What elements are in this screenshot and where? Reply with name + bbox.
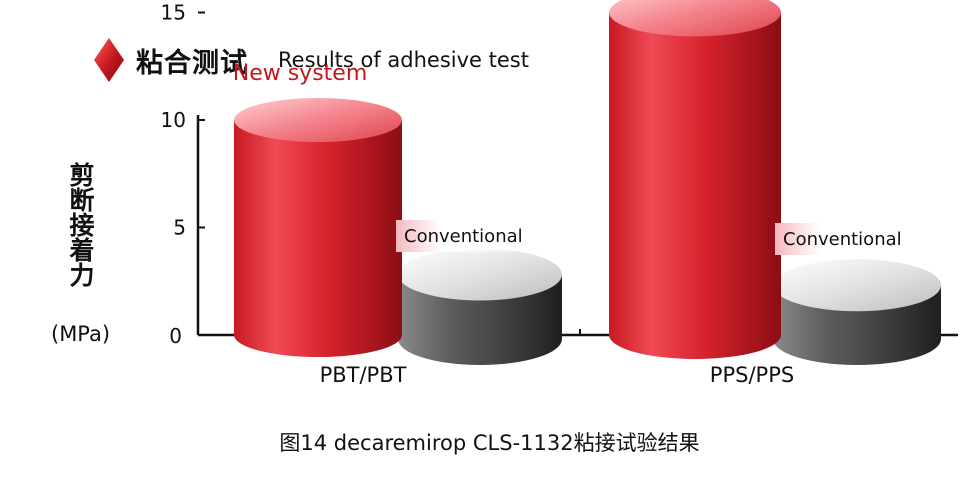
y-axis-label: 剪断接着力: [66, 162, 95, 287]
bar-conventional: [398, 248, 562, 365]
label-conventional: Conventional: [783, 229, 902, 250]
bar-body: [398, 274, 562, 365]
bar-top: [234, 98, 402, 142]
bar-body: [609, 12, 781, 359]
y-tick-label: 15: [161, 1, 186, 25]
chart-header: 粘合测试 Results of adhesive test: [92, 34, 529, 86]
bar-new-system: [234, 98, 402, 357]
y-tick-label: 5: [173, 216, 186, 240]
y-ticks: 0 5 10 15: [161, 1, 205, 348]
y-axis-unit: (MPa): [51, 322, 111, 346]
y-tick-label: 0: [169, 324, 182, 348]
bar-labels: New systemConventionalNew systemConventi…: [233, 61, 925, 255]
label-conventional-bg: [775, 223, 925, 255]
bar-top: [609, 0, 781, 37]
bar-body: [234, 120, 402, 357]
label-conventional: Conventional: [404, 226, 523, 247]
chart-title: 粘合测试: [136, 47, 248, 79]
label-conventional-bg: [396, 220, 546, 252]
bars: [234, 0, 941, 365]
red-diamond-icon: [94, 38, 124, 82]
bar-top: [398, 248, 562, 301]
bar-new-system: [609, 0, 781, 359]
y-tick-label: 10: [161, 108, 186, 132]
bar-conventional: [773, 259, 941, 365]
x-category-label: PBT/PBT: [320, 363, 407, 387]
label-new-system: New system: [233, 61, 368, 86]
chart-subtitle: Results of adhesive test: [278, 48, 529, 72]
figure-caption: 图14 decaremirop CLS-1132粘接试验结果: [279, 431, 700, 455]
bar-top: [773, 259, 941, 312]
x-categories: PBT/PBT PPS/PPS: [320, 363, 795, 387]
x-category-label: PPS/PPS: [710, 363, 794, 387]
